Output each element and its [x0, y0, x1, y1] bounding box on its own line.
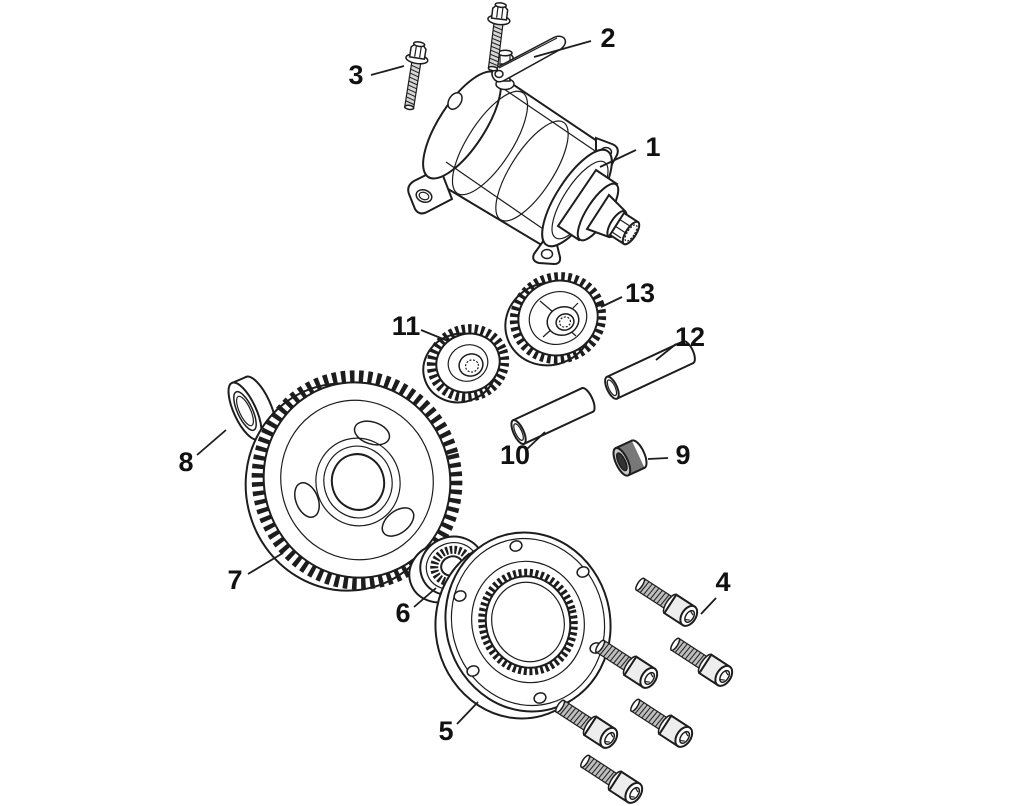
callout-11-leader [420, 329, 449, 342]
callout-2: 2 [533, 23, 616, 58]
callout-12: 12 [655, 322, 705, 361]
callout-4-leader [700, 597, 717, 615]
callout-4: 4 [700, 567, 731, 615]
callout-10-leader [526, 431, 546, 450]
callout-9-number: 9 [675, 440, 690, 470]
callout-7: 7 [227, 552, 284, 595]
callout-6-leader [413, 587, 437, 608]
callout-12-number: 12 [675, 322, 705, 352]
callout-3-number: 3 [348, 60, 363, 90]
callout-1: 1 [599, 132, 661, 168]
callout-6: 6 [395, 587, 437, 628]
callout-5: 5 [438, 701, 479, 746]
part-13-idler-gear [504, 272, 607, 367]
callout-3-leader [370, 65, 405, 76]
callout-5-leader [456, 701, 479, 725]
part-8-spacer-ring [227, 375, 277, 441]
callout-4-number: 4 [715, 567, 730, 597]
part-5-clutch-cover-plate [434, 531, 612, 720]
callout-6-number: 6 [395, 598, 410, 628]
callout-1-leader [599, 149, 637, 168]
callout-13: 13 [600, 278, 655, 308]
callout-2-number: 2 [600, 23, 615, 53]
callout-8-number: 8 [178, 447, 193, 477]
part-12-pin-long [604, 340, 696, 400]
callouts: 1 2 3 4 5 6 7 8 [178, 23, 730, 746]
callout-12-leader [655, 343, 677, 361]
part-2-clip [491, 35, 567, 83]
callout-5-number: 5 [438, 716, 453, 746]
part-11-small-gear [422, 324, 510, 404]
callout-7-leader [247, 552, 284, 575]
callout-9: 9 [647, 440, 691, 470]
part-10-pin [510, 386, 596, 446]
part-7-clutch-gear [244, 370, 463, 592]
callout-11-number: 11 [392, 311, 421, 341]
callout-7-number: 7 [227, 565, 242, 595]
callout-11: 11 [392, 311, 449, 342]
callout-8-leader [196, 429, 227, 456]
callout-8: 8 [178, 429, 227, 477]
callout-1-number: 1 [645, 132, 660, 162]
callout-13-number: 13 [625, 278, 655, 308]
callout-13-leader [600, 296, 623, 308]
callout-10: 10 [500, 431, 546, 470]
part-9-bushing [612, 439, 648, 477]
callout-10-number: 10 [500, 440, 530, 470]
callout-9-leader [647, 457, 669, 460]
part-1-starter-motor [407, 49, 641, 266]
callout-3: 3 [348, 60, 405, 90]
callout-2-leader [533, 40, 592, 58]
